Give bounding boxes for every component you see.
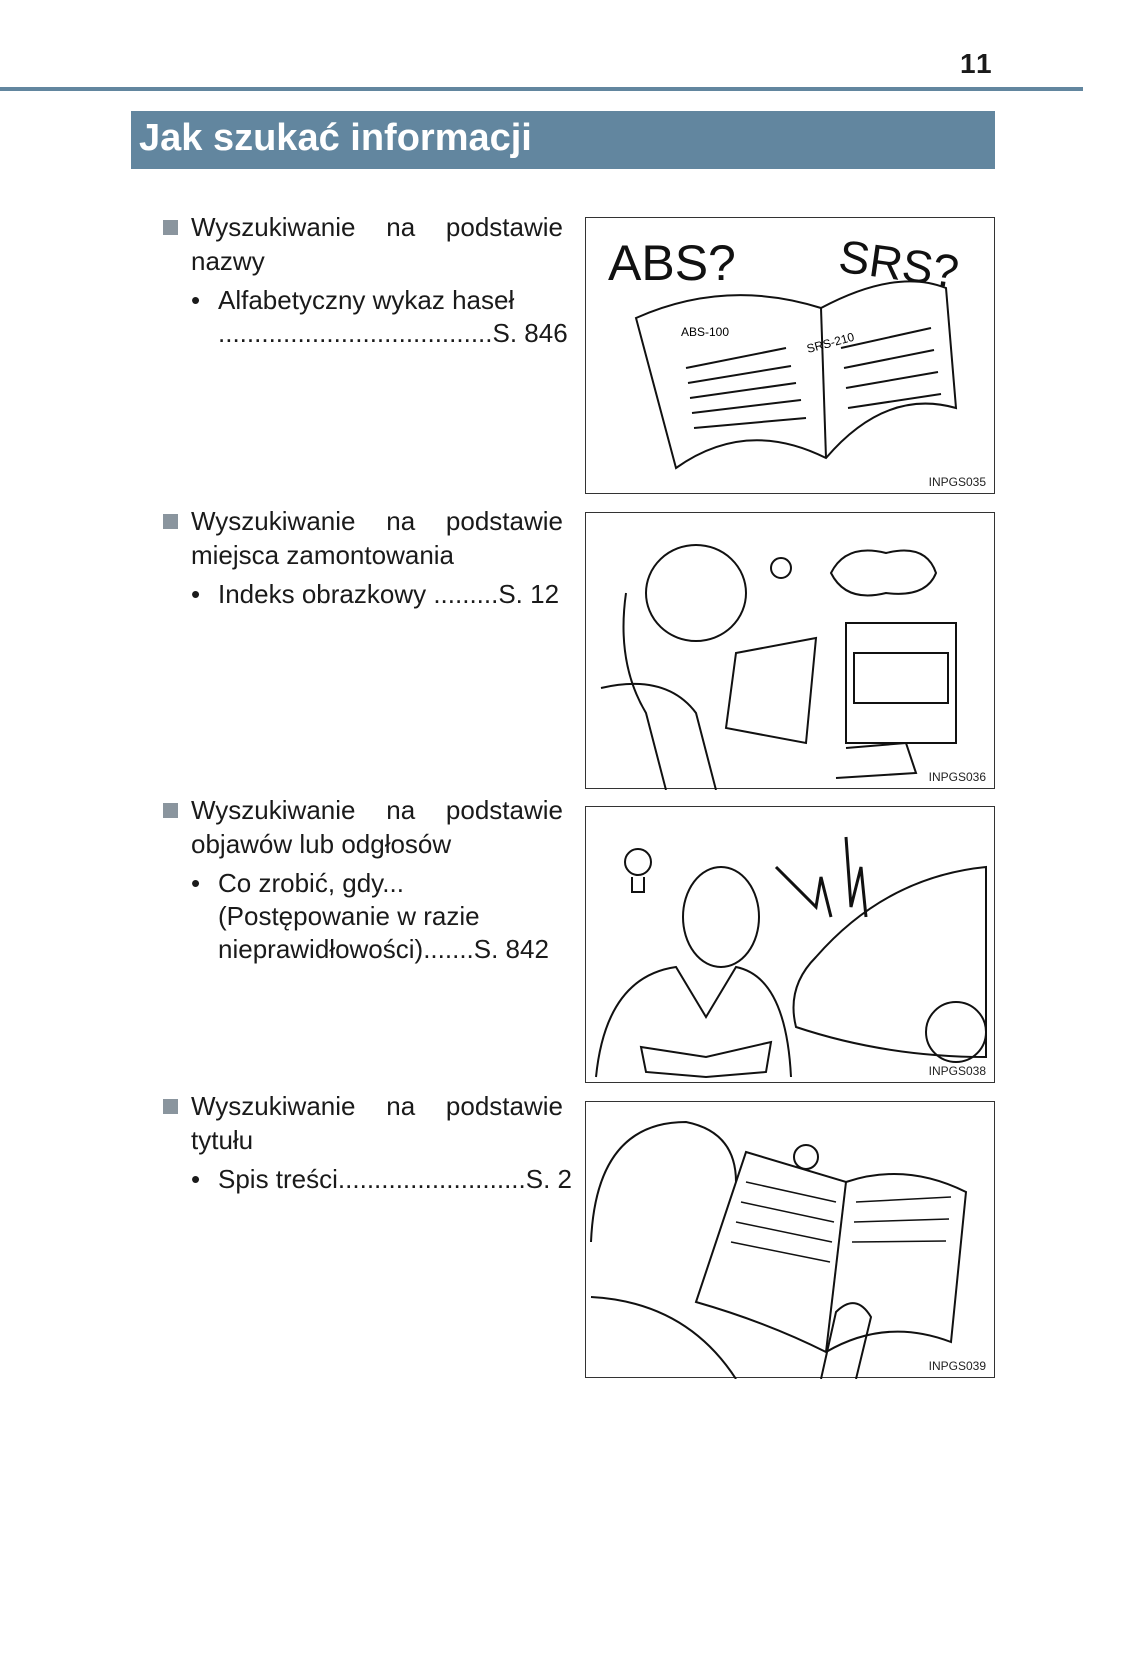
square-bullet-icon — [163, 1099, 178, 1114]
page-number: 11 — [960, 48, 994, 79]
page-title: Jak szukać informacji — [131, 111, 995, 169]
section-heading: Wyszukiwanie na podstawie miejsca zamont… — [191, 506, 563, 570]
section-by-name: Wyszukiwanie na podstawie nazwy • Alfabe… — [163, 210, 568, 350]
driver-illustration — [600, 544, 957, 790]
page-ref: nieprawidłowości).......S. 842 — [218, 934, 549, 964]
page-ref: ......................................S.… — [218, 318, 568, 348]
square-bullet-icon — [163, 514, 178, 529]
section-heading: Wyszukiwanie na podstawie objawów lub od… — [191, 795, 563, 859]
page-ref: Indeks obrazkowy .........S. 12 — [218, 579, 560, 609]
bullet-icon: • — [191, 285, 201, 315]
section-by-title: Wyszukiwanie na podstawie tytułu • Spis … — [163, 1089, 572, 1196]
page-ref: Spis treści..........................S. … — [218, 1164, 572, 1194]
item-line: (Postępowanie w razie — [218, 901, 480, 931]
bullet-icon: • — [191, 579, 201, 609]
section-by-symptoms: Wyszukiwanie na podstawie objawów lub od… — [163, 793, 563, 966]
bullet-icon: • — [191, 868, 201, 898]
figure-code: INPGS035 — [928, 475, 986, 489]
man-car-illustration — [595, 836, 987, 1079]
svg-text:ABS-100: ABS-100 — [681, 325, 729, 339]
reading-illustration — [590, 1120, 968, 1379]
figure-driver-manual: INPGS036 — [585, 512, 995, 790]
square-bullet-icon — [163, 803, 178, 818]
figure-code: INPGS036 — [928, 770, 986, 784]
bullet-icon: • — [191, 1164, 201, 1194]
figure-book-abs-srs: ABS? SRS? ABS-100 SRS-210 INPGS035 — [585, 217, 995, 494]
figure-code: INPGS038 — [928, 1064, 986, 1078]
svg-text:ABS?: ABS? — [608, 235, 736, 291]
item-line: Alfabetyczny wykaz haseł — [218, 285, 515, 315]
open-book-illustration: ABS? SRS? ABS-100 SRS-210 — [608, 230, 962, 470]
section-by-location: Wyszukiwanie na podstawie miejsca zamont… — [163, 504, 563, 611]
figure-man-car: INPGS038 — [585, 806, 995, 1083]
section-heading: Wyszukiwanie na podstawie tytułu — [191, 1091, 563, 1155]
header-rule — [0, 87, 1083, 91]
figure-reading-contents: INPGS039 — [585, 1101, 995, 1379]
square-bullet-icon — [163, 220, 178, 235]
section-heading: Wyszukiwanie na podstawie nazwy — [191, 212, 563, 276]
figure-code: INPGS039 — [928, 1359, 986, 1373]
item-line: Co zrobić, gdy... — [218, 868, 404, 898]
